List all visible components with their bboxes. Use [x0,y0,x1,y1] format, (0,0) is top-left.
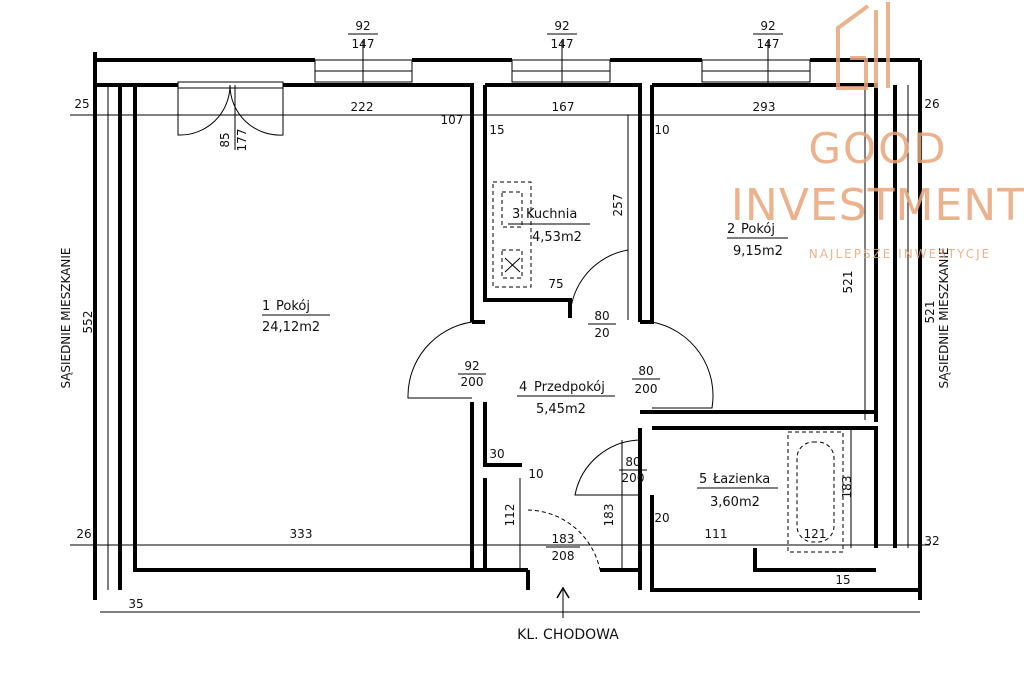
room-5-number: 5 [699,472,707,487]
left-neighbour-label: SĄSIEDNIE MIESZKANIE [59,248,73,389]
dimension-labels: 25 222 107 167 293 26 85 177 15 10 257 5… [74,97,939,611]
room-3-label: 3 Kuchnia 4,53m2 [508,207,590,245]
dim-15-top: 15 [489,123,504,137]
dim-293: 293 [753,100,776,114]
dim-20-bath: 20 [654,511,669,525]
dim-10-mid: 10 [528,467,543,481]
entrance-label: KL. CHODOWA [517,627,619,643]
interior-doors [407,249,714,571]
right-neighbour-label: SĄSIEDNIE MIESZKANIE [937,248,951,389]
dim-177: 177 [235,129,249,152]
bathtub [787,431,844,553]
dim-80-room2: 80 [638,364,653,378]
dim-26-top: 26 [924,97,939,111]
room-4-number: 4 [519,380,527,395]
dim-20-kitchen: 20 [594,326,609,340]
dim-257: 257 [611,194,625,217]
kitchen-fixtures [492,181,532,288]
watermark-investment: INVESTMENT [731,180,1024,231]
window-labels: 92 147 92 147 92 147 [348,19,783,51]
dim-15-bottom: 15 [835,573,850,587]
watermark-logo: GOOD INVESTMENT NAJLEPSZE INWESTYCJE [731,2,1024,261]
dim-26-bottom: 26 [76,527,91,541]
dim-112: 112 [503,504,517,527]
balcony-door [177,81,284,136]
room-labels: 1 Pokój 24,12m2 2 Pokój 9,15m2 3 Kuchnia… [262,207,788,510]
window-1-top: 92 [355,19,370,33]
room-2-label: 2 Pokój 9,15m2 [727,222,788,259]
window-2-bottom: 147 [551,37,574,51]
room-5-label: 5 Łazienka 3,60m2 [697,472,778,510]
room-4-area: 5,45m2 [536,402,586,417]
window-3-top: 92 [760,19,775,33]
dim-30: 30 [489,447,504,461]
room-4-name: Przedpokój [534,380,605,395]
dim-183-bottom: 183 [552,532,575,546]
room-1-name: Pokój [276,299,310,314]
watermark-tagline: NAJLEPSZE INWESTYCJE [809,247,992,261]
dim-552: 552 [81,311,95,334]
dim-25: 25 [74,97,89,111]
logo-mark [836,2,890,90]
dim-200-right: 200 [635,382,658,396]
watermark-good: GOOD [808,124,947,173]
dim-183-right: 183 [840,476,854,499]
room-2-area: 9,15m2 [733,244,783,259]
window-1-bottom: 147 [352,37,375,51]
room-1-area: 24,12m2 [262,320,320,335]
dim-167: 167 [552,100,575,114]
dim-208: 208 [552,549,575,563]
dim-35: 35 [128,597,143,611]
room-1-number: 1 [262,299,270,314]
dim-80-bath: 80 [625,455,640,469]
dim-333: 333 [290,527,313,541]
dim-32: 32 [924,534,939,548]
dim-222: 222 [351,100,374,114]
dim-92-door: 92 [464,359,479,373]
dim-200-bath: 200 [622,471,645,485]
dim-85: 85 [218,132,232,147]
room-5-area: 3,60m2 [710,495,760,510]
dim-80-kitchen: 80 [594,309,609,323]
dim-521-outer: 521 [923,301,937,324]
room-4-label: 4 Przedpokój 5,45m2 [517,380,615,417]
dim-107: 107 [441,113,464,127]
entrance-arrow [556,586,570,618]
room-3-number: 3 [512,207,520,222]
dim-10-top: 10 [654,123,669,137]
room-3-area: 4,53m2 [532,230,582,245]
room-5-name: Łazienka [712,472,770,487]
dim-111: 111 [705,527,728,541]
room-2-name: Pokój [741,222,775,237]
dim-75: 75 [548,277,563,291]
dimension-lines [70,40,930,613]
dim-521-inner: 521 [841,271,855,294]
dim-183-left: 183 [602,504,616,527]
window-3-bottom: 147 [757,37,780,51]
dim-200-left: 200 [461,375,484,389]
room-3-name: Kuchnia [526,207,577,222]
dim-121: 121 [804,527,827,541]
window-2-top: 92 [554,19,569,33]
room-2-number: 2 [727,222,735,237]
room-1-label: 1 Pokój 24,12m2 [262,299,330,335]
